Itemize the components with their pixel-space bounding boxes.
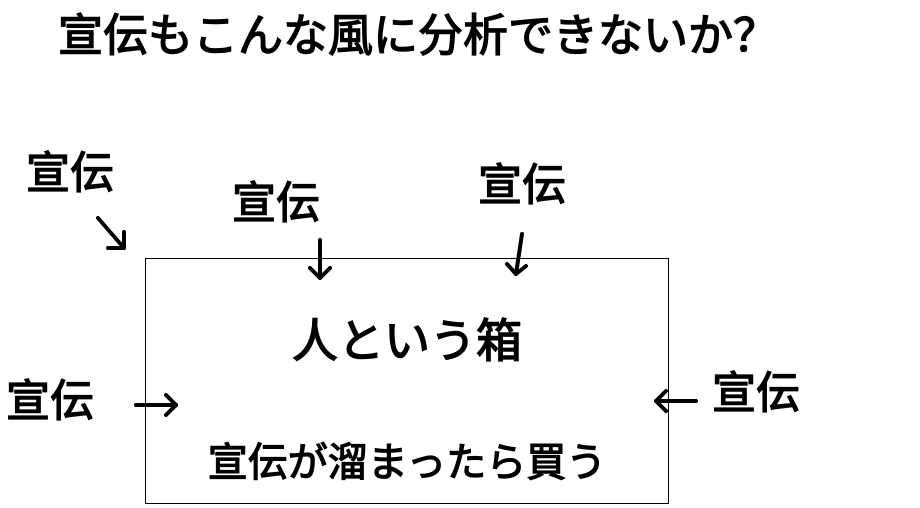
arrow-down-icon <box>308 238 332 280</box>
arrow-right-icon <box>134 393 178 417</box>
arrow-down-right-icon <box>96 216 126 250</box>
ad-label-top-right: 宣伝 <box>478 160 566 211</box>
ad-label-top-left: 宣伝 <box>26 148 114 199</box>
box-title: 人という箱 <box>292 314 522 368</box>
page-title: 宣伝もこんな風に分析できないか？ <box>58 9 779 62</box>
ad-label-left: 宣伝 <box>6 376 94 427</box>
arrow-left-icon <box>654 389 698 413</box>
ad-label-top-middle: 宣伝 <box>232 178 320 229</box>
arrow-down-icon <box>505 232 528 276</box>
box-caption: 宣伝が溜まったら買う <box>207 440 607 486</box>
person-box: 人という箱 宣伝が溜まったら買う <box>145 258 669 504</box>
ad-label-right: 宣伝 <box>712 368 800 419</box>
